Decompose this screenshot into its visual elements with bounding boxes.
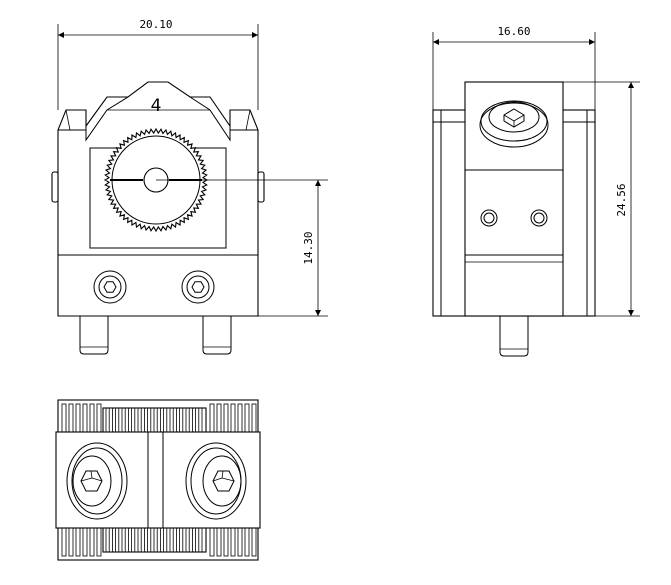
dim-side-width: 16.60 [497,25,530,38]
side-view: 16.60 24.56 [432,25,640,357]
top-screw-left [66,442,128,520]
dim-side-height: 24.56 [615,183,628,216]
top-view-body [55,431,261,529]
dim-front-width: 20.10 [139,18,172,31]
view-marker-number: 4 [151,96,162,116]
dim-front-height: 14.30 [302,231,315,264]
top-screw-right [185,442,247,520]
knurl-band-bottom [105,526,203,552]
top-view [55,399,261,561]
side-set-screws [480,209,548,227]
front-view: 4 20.10 14.30 [51,18,328,355]
knurl-band-top [105,408,203,434]
front-screw-left [93,270,127,304]
side-top-screw [479,100,549,148]
front-screw-right [181,270,215,304]
side-pin [499,316,529,357]
front-pins [79,316,232,355]
